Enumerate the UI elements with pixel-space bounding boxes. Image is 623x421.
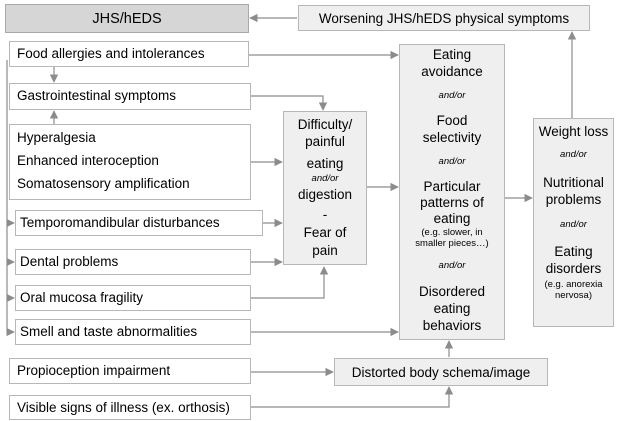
food-allergies-label: Food allergies and intolerances [17,46,205,61]
oral-label: Oral mucosa fragility [20,290,144,305]
smell-box: Smell and taste abnormalities [15,319,251,345]
eating-l3: Food [436,113,468,128]
worsening-symptoms-box: Worsening JHS/hEDS physical symptoms [298,5,590,31]
worsening-symptoms-label: Worsening JHS/hEDS physical symptoms [318,11,570,26]
arrow-gastro-to-difficulty [251,95,328,111]
outcome-l3: problems [545,192,602,207]
eating-l8: (e.g. slower, in [421,227,483,238]
jhs-hEDS-box: JHS/hEDS [5,4,249,33]
difficulty-box: Difficulty/ painful eating and/or digest… [283,111,367,265]
outcome-andor1: and/or [560,149,587,160]
distorted-body-label: Distorted body schema/image [351,365,531,380]
outcome-l7: nervosa) [555,290,592,301]
outcome-l4: Eating [554,244,593,259]
outcome-l2: Nutritional [543,175,604,190]
difficulty-l5: Fear of [303,225,347,240]
eating-l4: selectivity [422,130,482,145]
tmj-label: Temporomandibular disturbances [20,215,220,230]
outcome-andor2: and/or [560,219,587,230]
eating-andor3: and/or [438,260,466,271]
difficulty-l2: painful [305,134,345,149]
outcome-l6: (e.g. anorexia [544,279,603,290]
jhs-hEDS-label: JHS/hEDS [92,11,162,27]
eating-l10: Disordered [418,284,486,299]
gastro-box: Gastrointestinal symptoms [9,83,251,110]
eating-l9: smaller pieces…) [415,238,489,249]
dental-label: Dental problems [20,254,119,269]
eating-l7: eating [433,211,471,226]
eating-l6: patterns of [420,195,484,210]
difficulty-dash: - [322,207,328,222]
oral-box: Oral mucosa fragility [15,285,251,311]
eating-box: Eating avoidance and/or Food selectivity… [399,44,505,340]
eating-l5: Particular [423,179,481,194]
food-allergies-box: Food allergies and intolerances [9,41,249,67]
visible-box: Visible signs of illness (ex. orthosis) [9,395,251,420]
outcome-l5: disorders [545,261,602,276]
tmj-box: Temporomandibular disturbances [15,210,263,236]
distorted-body-box: Distorted body schema/image [334,358,548,386]
propio-box: Propioception impairment [9,358,251,384]
eating-andor2: and/or [438,156,466,167]
hyperalgesia-box: Hyperalgesia Enhanced interoception Soma… [9,124,251,200]
difficulty-l4: digestion [297,187,353,202]
outcome-box: Weight loss and/or Nutritional problems … [533,118,614,327]
arrow-oral-to-difficulty [251,266,329,299]
hyperalgesia-label: Hyperalgesia [17,130,96,145]
somatosensory-label: Somatosensory amplification [17,176,190,191]
smell-label: Smell and taste abnormalities [20,324,198,339]
propio-label: Propioception impairment [17,363,171,378]
difficulty-l6: pain [312,243,338,258]
eating-andor1: and/or [438,90,466,101]
dental-box: Dental problems [15,249,251,275]
eating-l2: avoidance [421,64,483,79]
visible-label: Visible signs of illness (ex. orthosis) [17,400,230,415]
difficulty-andor: and/or [311,173,339,184]
outcome-l1: Weight loss [538,124,609,139]
difficulty-l1: Difficulty/ [297,117,353,132]
eating-l12: behaviors [422,318,482,333]
arrow-visible-to-distorted [251,386,454,408]
eating-l1: Eating [432,47,472,62]
interoception-label: Enhanced interoception [17,153,159,168]
difficulty-l3: eating [306,156,344,171]
eating-l11: eating [433,301,471,316]
gastro-label: Gastrointestinal symptoms [17,88,177,103]
